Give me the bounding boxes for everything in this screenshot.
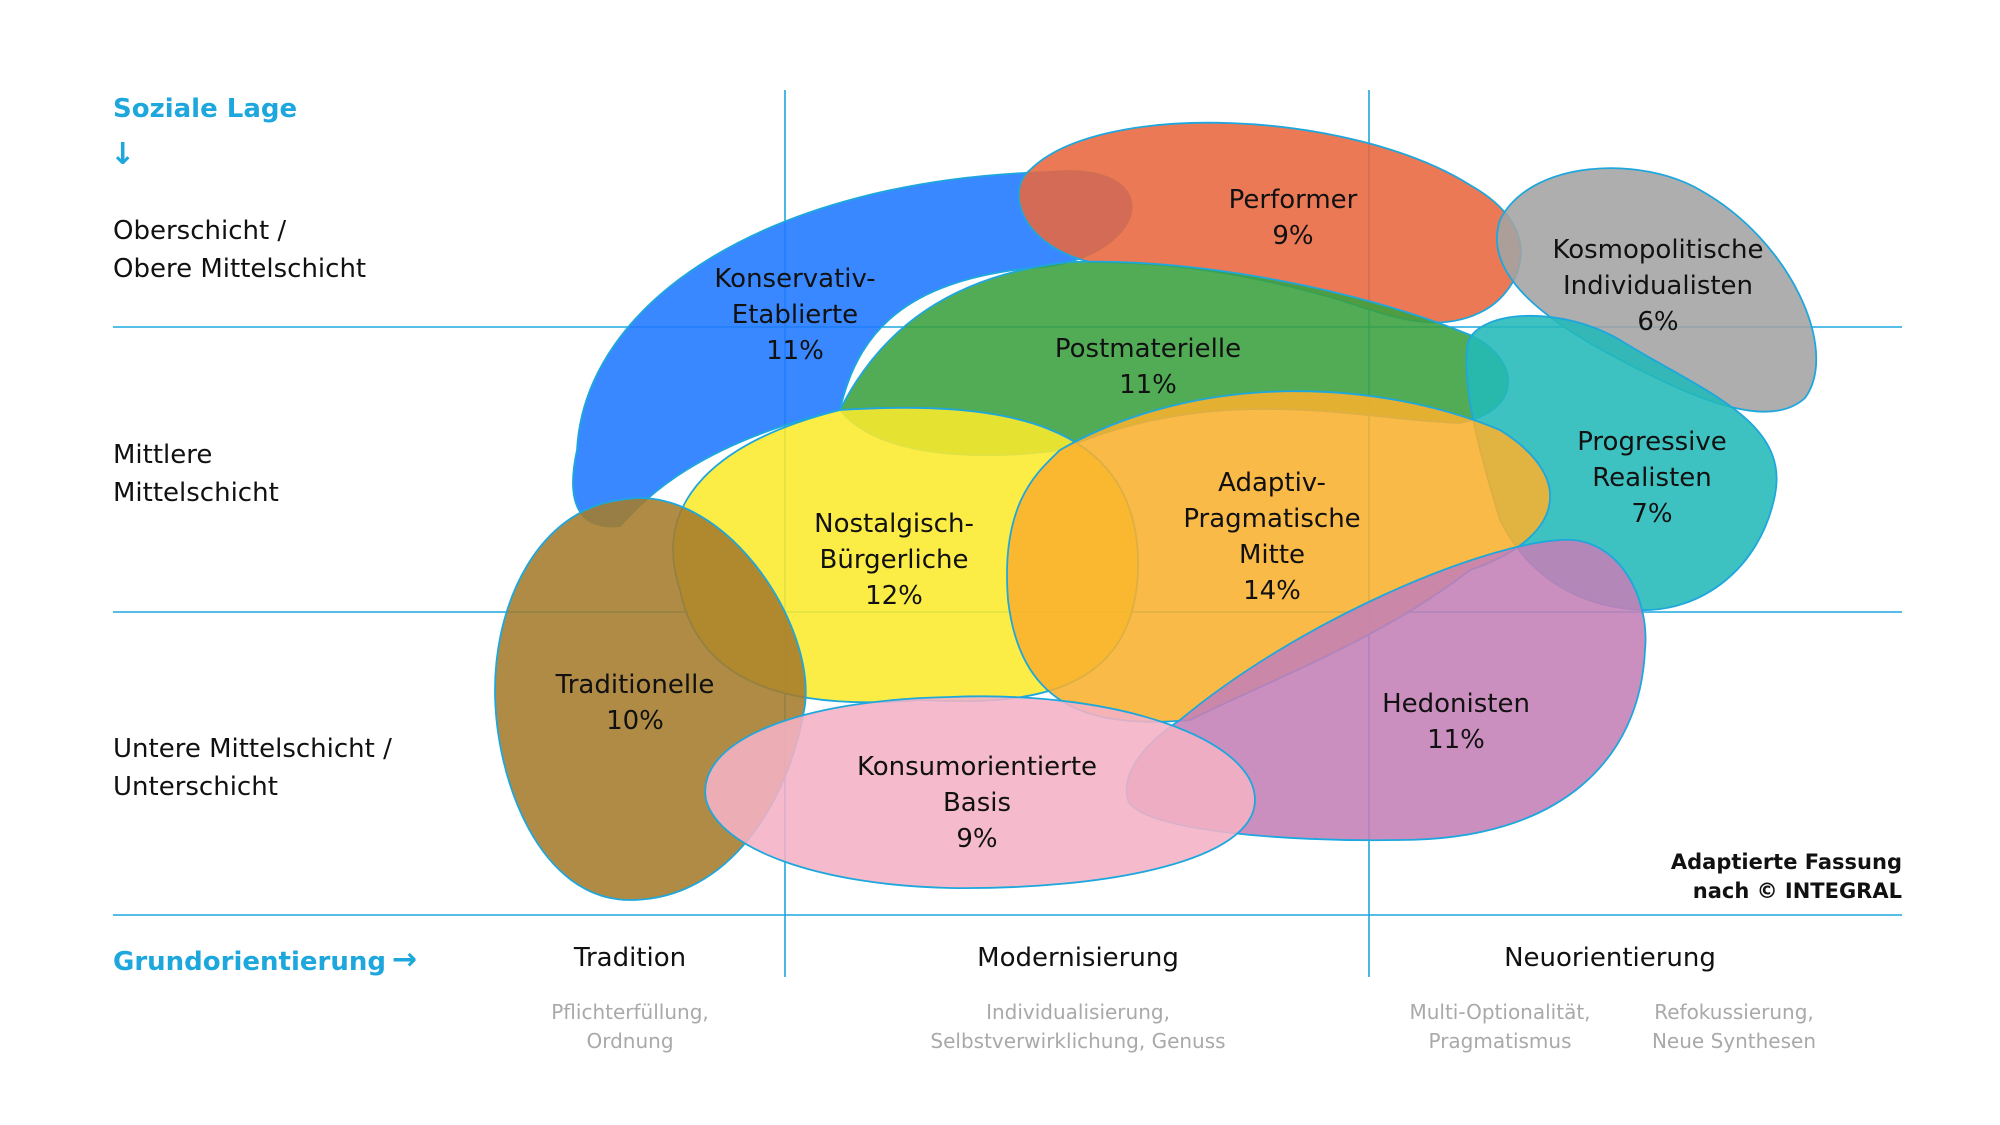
column-sub-neu-2: Refokussierung, Neue Synthesen — [1614, 998, 1854, 1056]
sub-line: Multi-Optionalität, — [1409, 1000, 1591, 1024]
milieu-label-line: Hedonisten — [1382, 689, 1530, 719]
sub-line: Neue Synthesen — [1651, 1029, 1817, 1053]
column-label-neuorientierung: Neuorientierung — [1504, 943, 1716, 973]
milieu-label-line: Postmaterielle — [1055, 334, 1241, 364]
milieu-label-line: Traditionelle — [555, 670, 715, 700]
milieu-label-line: Performer — [1229, 185, 1358, 215]
milieu-label-line: Individualisten — [1563, 271, 1753, 301]
milieu-label-line: 14% — [1243, 576, 1301, 606]
row-label-line: Obere Mittelschicht — [113, 254, 367, 284]
milieu-label-line: Realisten — [1592, 463, 1712, 493]
credit-line: Adaptierte Fassung — [1670, 850, 1902, 874]
label-traditionelle: Traditionelle 10% — [555, 670, 715, 736]
milieu-label-line: 11% — [766, 336, 824, 366]
milieu-label-line: 9% — [956, 824, 997, 854]
sub-line: Refokussierung, — [1654, 1000, 1814, 1024]
milieu-label-line: Mitte — [1239, 540, 1305, 570]
label-hedonisten: Hedonisten 11% — [1382, 689, 1530, 755]
label-konservativ: Konservativ- Etablierte 11% — [714, 264, 875, 366]
credit-line: nach © INTEGRAL — [1692, 879, 1902, 903]
column-label-tradition: Tradition — [573, 943, 687, 973]
row-label-line: Untere Mittelschicht / — [113, 734, 392, 764]
column-sub-neu-1: Multi-Optionalität, Pragmatismus — [1380, 998, 1620, 1056]
sub-line: Pflichterfüllung, — [551, 1000, 709, 1024]
milieu-label-line: Pragmatische — [1183, 504, 1360, 534]
milieu-label-line: Konservativ- — [714, 264, 875, 294]
sub-line: Ordnung — [586, 1029, 674, 1053]
row-label-line: Mittelschicht — [113, 478, 279, 508]
sub-line: Selbstverwirklichung, Genuss — [930, 1029, 1226, 1053]
right-arrow-icon: → — [392, 942, 418, 977]
credit-note: Adaptierte Fassung nach © INTEGRAL — [1671, 848, 1902, 906]
column-sub-modernisierung: Individualisierung, Selbstverwirklichung… — [898, 998, 1258, 1056]
column-label-modernisierung: Modernisierung — [977, 943, 1179, 973]
row-label-line: Unterschicht — [113, 772, 278, 802]
milieu-label-line: 9% — [1272, 221, 1313, 251]
label-performer: Performer 9% — [1229, 185, 1358, 251]
milieu-label-line: Nostalgisch- — [814, 509, 974, 539]
row-label-line: Oberschicht / — [113, 216, 287, 246]
row-label-oberschicht: Oberschicht / Obere Mittelschicht — [113, 212, 366, 288]
blob-konsum — [704, 695, 1256, 889]
milieu-label-line: 11% — [1119, 370, 1177, 400]
milieu-label-line: Konsumorientierte — [857, 752, 1097, 782]
milieu-label-line: 10% — [606, 706, 664, 736]
column-sub-tradition: Pflichterfüllung, Ordnung — [480, 998, 780, 1056]
row-label-unterschicht: Untere Mittelschicht / Unterschicht — [113, 730, 392, 806]
milieu-label-line: Etablierte — [732, 300, 858, 330]
sub-line: Pragmatismus — [1428, 1029, 1572, 1053]
y-axis-title: Soziale Lage — [113, 94, 298, 124]
down-arrow-icon: ↓ — [110, 137, 136, 172]
row-label-line: Mittlere — [113, 440, 213, 470]
milieu-label-line: Adaptiv- — [1218, 468, 1326, 498]
sub-line: Individualisierung, — [986, 1000, 1170, 1024]
label-postmateriell: Postmaterielle 11% — [1055, 334, 1241, 400]
milieu-label-line: 11% — [1427, 725, 1485, 755]
x-axis-title: Grundorientierung — [113, 947, 386, 977]
milieu-label-line: Basis — [943, 788, 1011, 818]
label-nostalgisch: Nostalgisch- Bürgerliche 12% — [814, 509, 974, 611]
milieu-label-line: Kosmopolitische — [1552, 235, 1763, 265]
milieu-label-line: Progressive — [1577, 427, 1727, 457]
milieu-label-line: 12% — [865, 581, 923, 611]
milieu-label-line: Bürgerliche — [820, 545, 969, 575]
row-label-mittelschicht: Mittlere Mittelschicht — [113, 436, 279, 512]
milieu-label-line: 6% — [1637, 307, 1678, 337]
milieu-label-line: 7% — [1631, 499, 1672, 529]
